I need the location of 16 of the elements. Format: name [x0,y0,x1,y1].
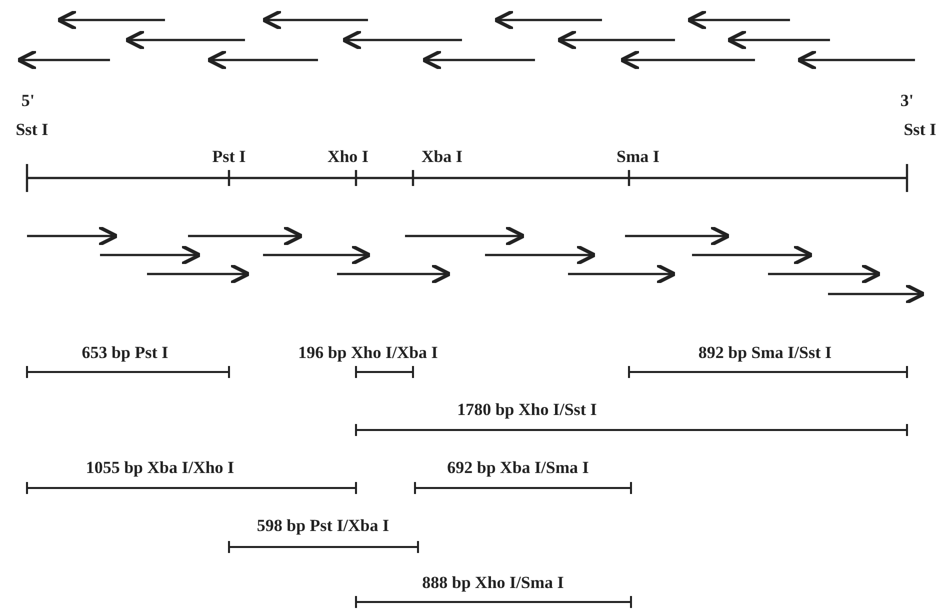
fragment-label: 1780 bp Xho I/Sst I [457,401,597,418]
fragment-label: 598 bp Pst I/Xba I [256,517,390,534]
fragment-label: 888 bp Xho I/Sma I [422,574,564,591]
fragment-label: 653 bp Pst I [82,344,168,361]
site-label: Pst I [212,148,246,165]
site-label: Sst I [904,121,936,138]
fragment-label: 196 bp Xho I/Xba I [298,344,438,361]
site-label: Sma I [616,148,660,165]
site-label: Sst I [16,121,48,138]
fragment-label: 892 bp Sma I/Sst I [698,344,832,361]
fragment-label: 692 bp Xba I/Sma I [447,459,589,476]
fragment-label: 1055 bp Xba I/Xho I [86,459,234,476]
end-label: 5' [21,92,35,109]
site-label: Xho I [327,148,369,165]
site-label: Xba I [421,148,463,165]
end-label: 3' [900,92,914,109]
